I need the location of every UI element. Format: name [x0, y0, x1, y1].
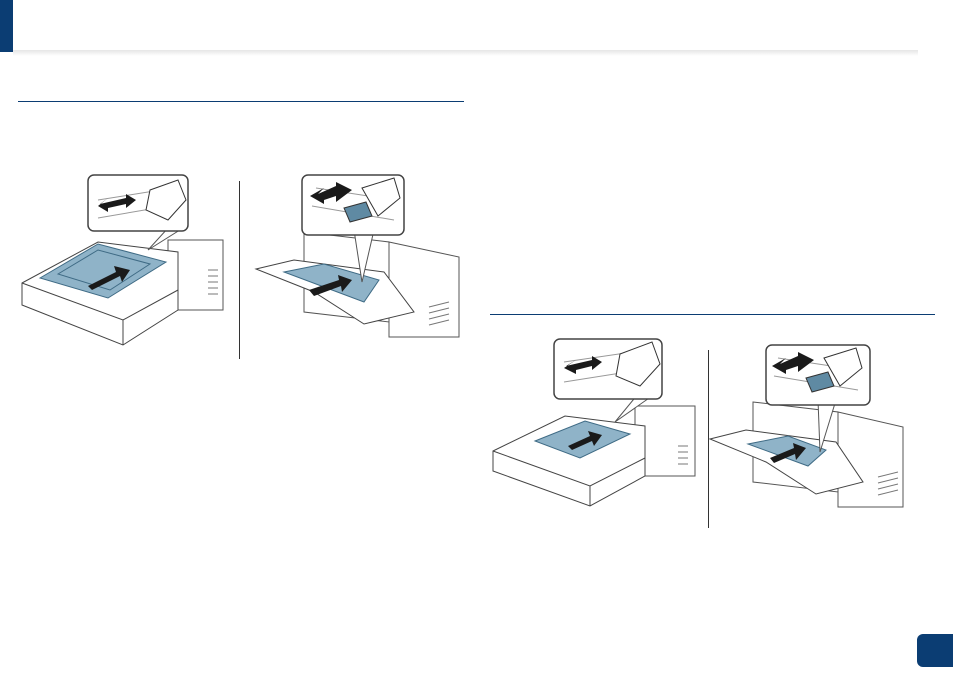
section-rule-left — [18, 101, 464, 102]
mp-tray-envelope-illustration — [254, 172, 464, 347]
section-rule-right — [490, 314, 935, 315]
page-number-badge — [917, 634, 953, 667]
mp-tray-label-illustration — [708, 342, 908, 514]
header-rule — [13, 50, 918, 56]
tray-envelope-illustration — [18, 170, 238, 350]
tray-label-illustration — [490, 336, 702, 508]
figure-divider-left — [239, 181, 240, 359]
header-accent-bar — [0, 0, 13, 52]
